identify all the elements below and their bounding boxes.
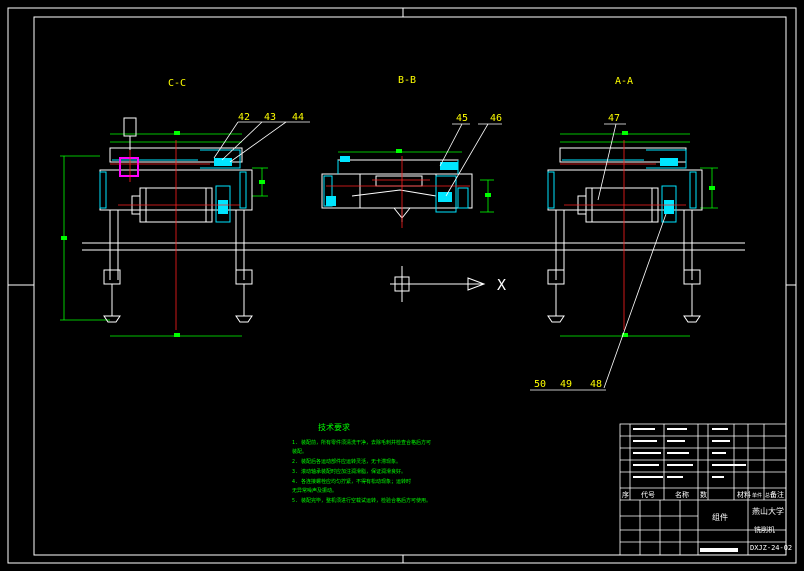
axis-label-x: X: [497, 276, 506, 294]
view-label-bb: B-B: [398, 75, 416, 86]
notes-title: 技术要求: [318, 422, 350, 432]
bom-header-seq: 序: [622, 490, 629, 499]
callout-48: 48: [590, 379, 602, 390]
assembly-label: 组件: [712, 512, 728, 522]
section-view-cc: 42 43 44: [60, 112, 310, 337]
bom-header-remark: 备注: [770, 490, 784, 499]
inner-border: [33, 16, 787, 556]
callout-49: 49: [560, 379, 572, 390]
callout-47: 47: [608, 113, 620, 124]
section-view-bb: 45 46: [321, 113, 502, 228]
base-rail: [82, 242, 745, 251]
callout-43: 43: [264, 112, 276, 123]
callout-42: 42: [238, 112, 250, 123]
callout-46: 46: [490, 113, 502, 124]
notes-line-4: 3. 滚动轴承装配时应加注润滑脂，保证润滑良好。: [292, 468, 406, 475]
drawing-name: 铣削机: [754, 525, 775, 534]
title-block: 序 代号 名称 数 材料 单件 总计 备注 组件 燕山大学 铣削机 DXJZ-2…: [619, 423, 792, 556]
highlight-marker: [119, 157, 139, 177]
section-view-aa: 47: [530, 113, 718, 391]
bom-header-code: 代号: [641, 490, 655, 499]
bom-header-weight: 单件 总计: [752, 492, 775, 499]
technical-notes: 技术要求 1. 装配前，所有零件须清洗干净，去除毛刺并检查合格后方可 装配。 2…: [292, 422, 431, 504]
axis-symbol: [390, 266, 486, 302]
callout-44: 44: [292, 112, 304, 123]
notes-line-7: 5. 装配完毕，整机须进行空载试运转，检验合格后方可使用。: [292, 497, 431, 504]
university-name: 燕山大学: [752, 506, 784, 516]
bom-header-name: 名称: [675, 490, 689, 499]
drawing-number: DXJZ-24-02: [750, 544, 792, 552]
view-label-aa: A-A: [615, 76, 633, 87]
notes-line-6: 无异常噪声及振动。: [292, 487, 337, 494]
callout-50: 50: [534, 379, 546, 390]
notes-line-3: 2. 装配后各运动部件应运转灵活，无卡滞现象。: [292, 458, 401, 465]
view-label-cc: C-C: [168, 78, 186, 89]
bom-header-qty: 数: [700, 490, 707, 499]
center-marks: [8, 8, 796, 563]
callout-45: 45: [456, 113, 468, 124]
bom-header-material: 材料: [737, 490, 751, 499]
notes-line-1: 1. 装配前，所有零件须清洗干净，去除毛刺并检查合格后方可: [292, 439, 431, 446]
notes-line-2: 装配。: [292, 448, 307, 455]
notes-line-5: 4. 各连接螺栓应均匀拧紧，不得有松动现象；运转时: [292, 478, 411, 485]
